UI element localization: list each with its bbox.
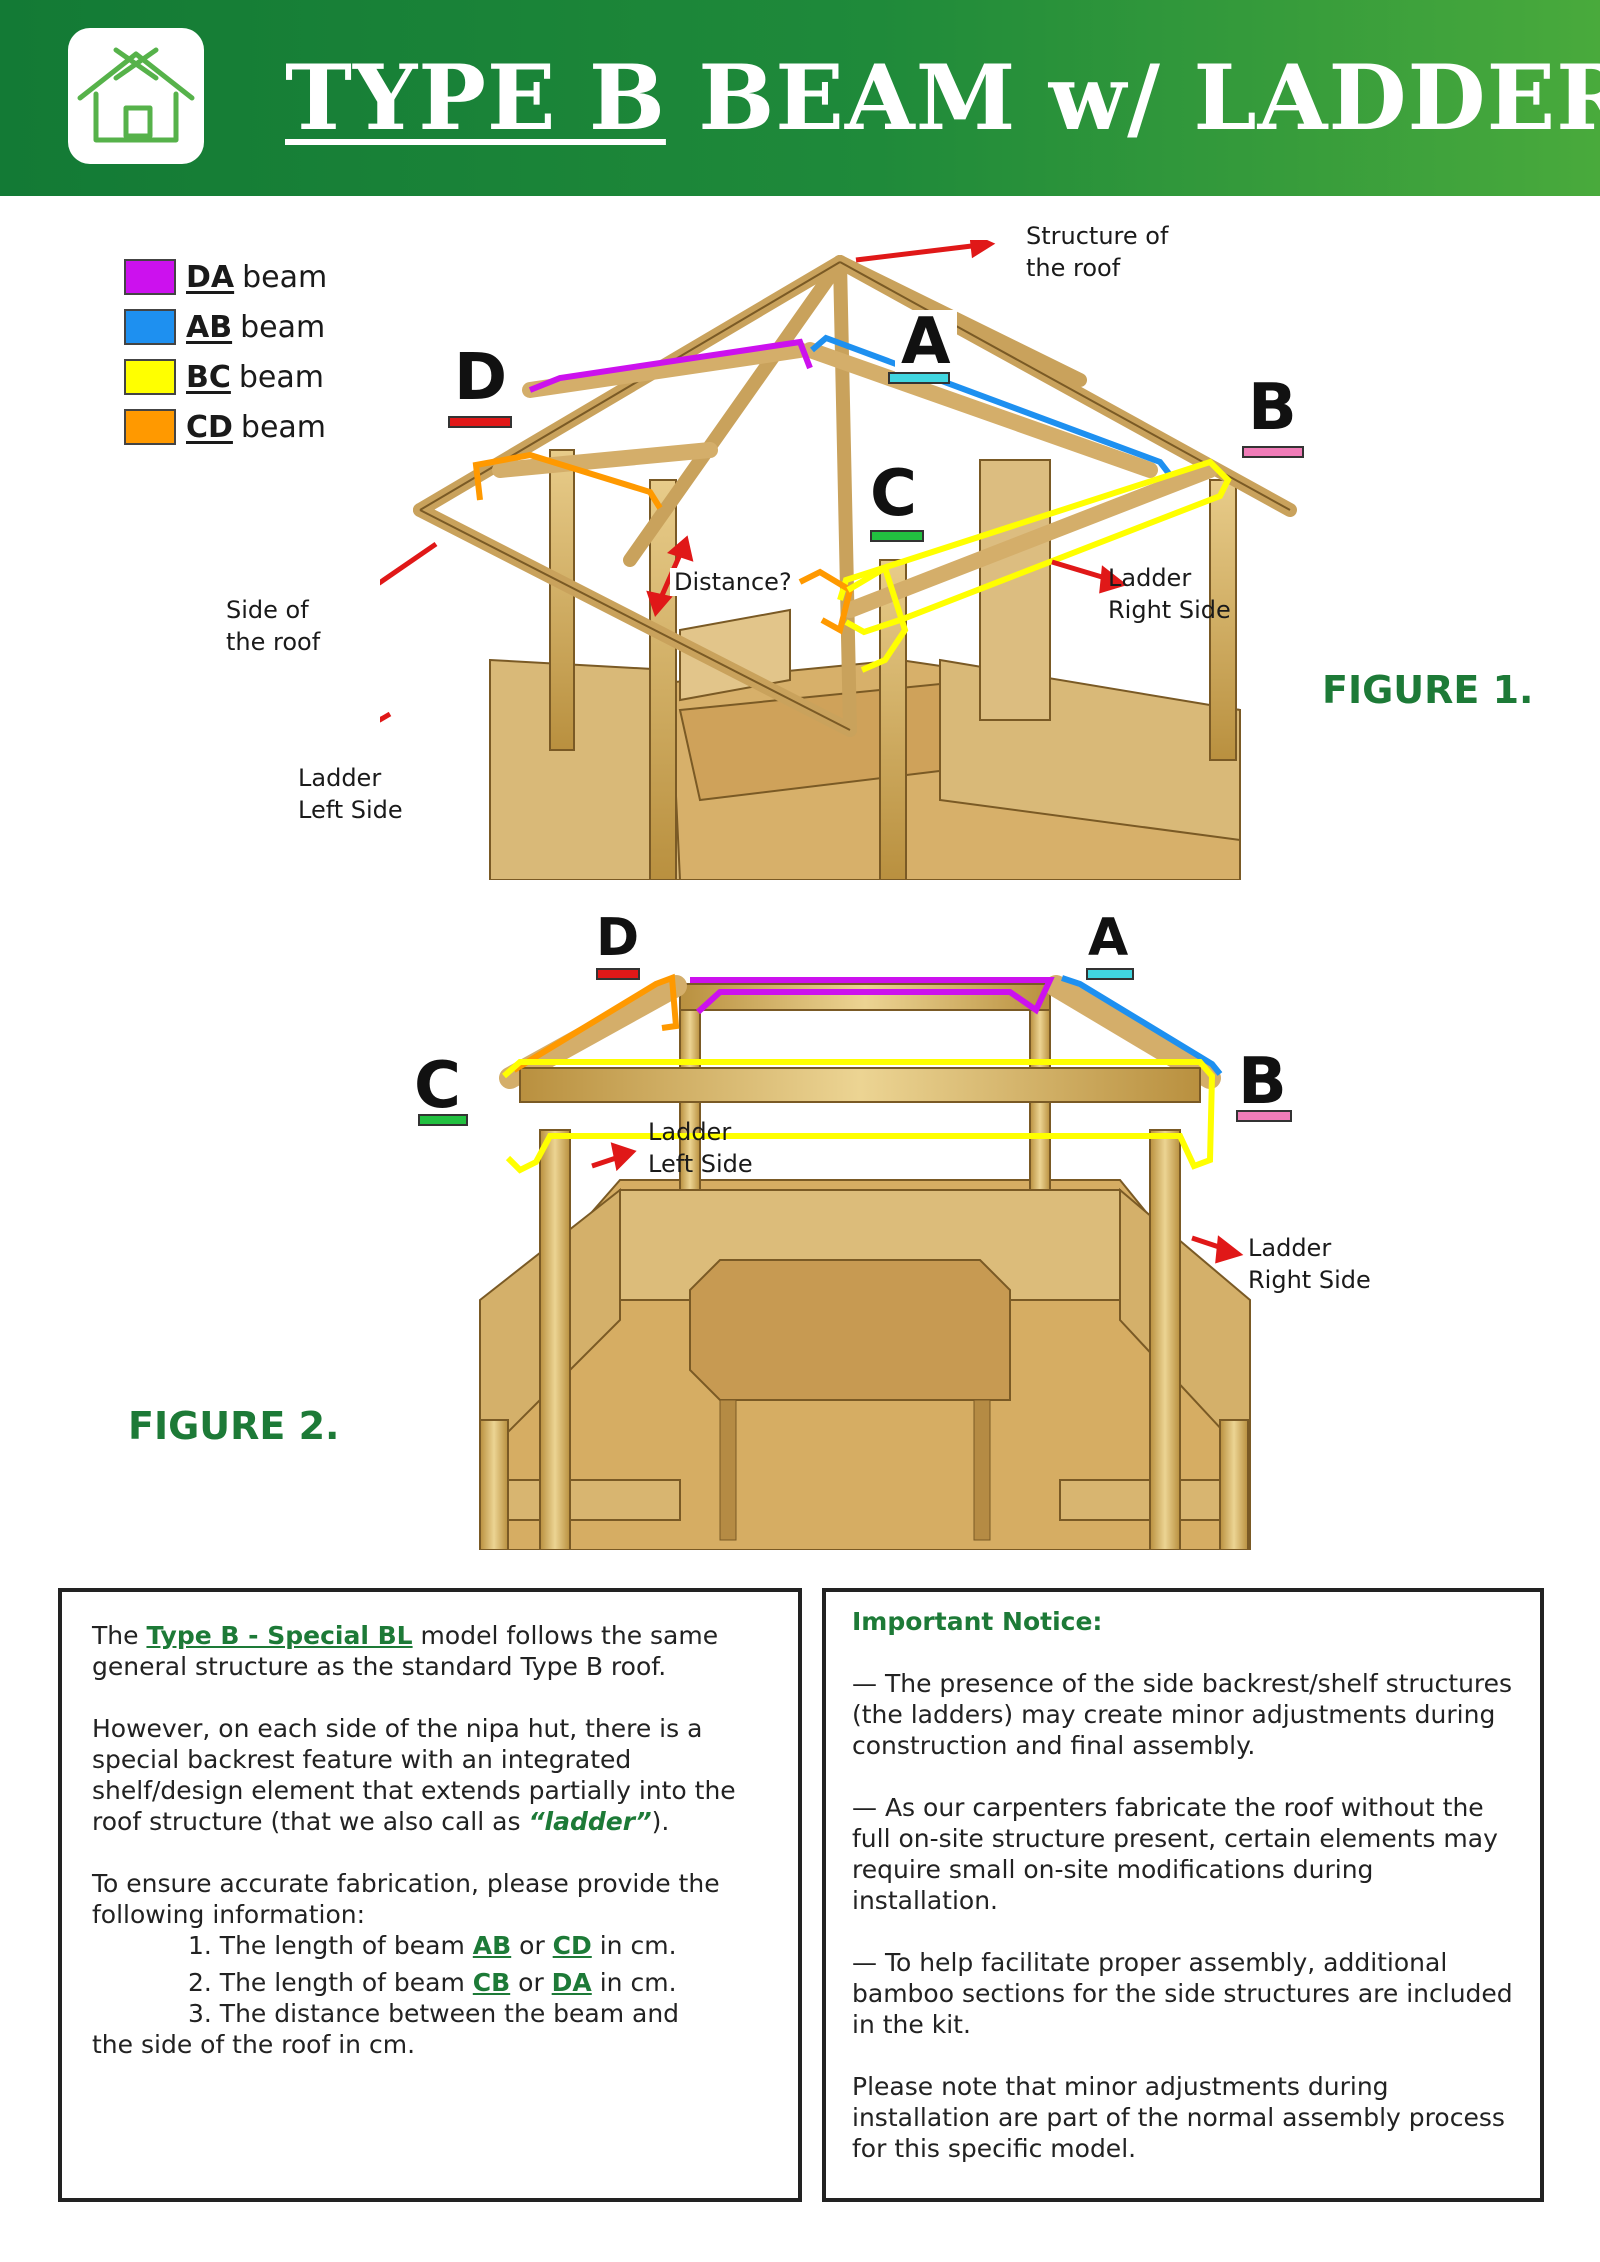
notice-item-3: — To help facilitate proper assembly, ad… (852, 1948, 1513, 2039)
fig1-letter-c: C (870, 457, 917, 531)
label-distance: Distance? (670, 568, 796, 596)
label-roof-side: Side of the roof (226, 596, 321, 656)
figure-2-illustration (479, 973, 1251, 1550)
legend-swatch (124, 409, 176, 445)
figure-1-illustration (380, 240, 1297, 880)
label-ladder-left-fig2: Ladder Left Side (648, 1118, 753, 1178)
figure-1-caption: FIGURE 1. (1322, 668, 1534, 712)
notice-item-4: Please note that minor adjustments durin… (852, 2072, 1505, 2163)
fig1-bar-b (1242, 446, 1304, 458)
info-paragraph-2: However, on each side of the nipa hut, t… (92, 1714, 736, 1836)
label-ladder-right-fig1: Ladder Right Side (1108, 564, 1231, 624)
legend-word: beam (240, 309, 326, 345)
fig2-bar-a (1086, 968, 1134, 980)
legend-word: beam (242, 259, 328, 295)
label-roof-structure: Structure of the roof (1026, 222, 1169, 282)
fig1-bar-a (888, 372, 950, 384)
legend-code: AB (186, 309, 233, 345)
fig2-letter-a: A (1088, 908, 1129, 968)
fig2-letter-b: B (1238, 1045, 1287, 1119)
hut-logo-icon (68, 28, 204, 164)
fig1-letter-d: D (454, 341, 508, 415)
page-title: TYPE B BEAM w/ LADDER (285, 45, 1600, 151)
legend-swatch (124, 259, 176, 295)
fig2-bar-b (1236, 1110, 1292, 1122)
info-box: The Type B - Special BL model follows th… (58, 1588, 802, 2202)
fig2-letter-d: D (596, 908, 640, 968)
legend-swatch (124, 359, 176, 395)
model-link: Type B - Special BL (146, 1621, 413, 1650)
legend-word: beam (240, 409, 327, 445)
notice-item-2: — As our carpenters fabricate the roof w… (852, 1793, 1498, 1915)
fig1-letter-a: A (895, 310, 957, 374)
info-item-2: 2. The length of beam CB or DA in cm. (188, 1968, 677, 1997)
info-item-1: 1. The length of beam AB or CD in cm. (188, 1931, 677, 1960)
legend-code: CD (186, 409, 233, 445)
label-ladder-right-fig2: Ladder Right Side (1248, 1234, 1371, 1294)
info-item-3-continued: the side of the roof in cm. (92, 2030, 416, 2059)
fig2-bar-c (418, 1114, 468, 1126)
fig1-letter-b: B (1248, 371, 1297, 445)
legend-code: BC (186, 359, 231, 395)
notice-title: Important Notice: (852, 1607, 1103, 1636)
fig1-bar-d (448, 416, 512, 428)
notice-item-1: — The presence of the side backrest/shel… (852, 1669, 1513, 1760)
info-paragraph-3: To ensure accurate fabrication, please p… (92, 1869, 720, 1929)
fig2-bar-d (596, 968, 640, 980)
label-ladder-left-fig1: Ladder Left Side (298, 764, 403, 824)
info-item-3: 3. The distance between the beam and (188, 1999, 680, 2028)
fig1-bar-c (870, 530, 924, 542)
info-paragraph-1: The Type B - Special BL model follows th… (92, 1621, 719, 1681)
legend-swatch (124, 309, 176, 345)
legend-code: DA (186, 259, 235, 295)
notice-box: Important Notice: — The presence of the … (822, 1588, 1544, 2202)
figure-2-caption: FIGURE 2. (128, 1404, 340, 1448)
fig2-letter-c: C (414, 1049, 461, 1123)
legend-word: beam (238, 359, 324, 395)
page-header: TYPE B BEAM w/ LADDER (0, 0, 1600, 196)
